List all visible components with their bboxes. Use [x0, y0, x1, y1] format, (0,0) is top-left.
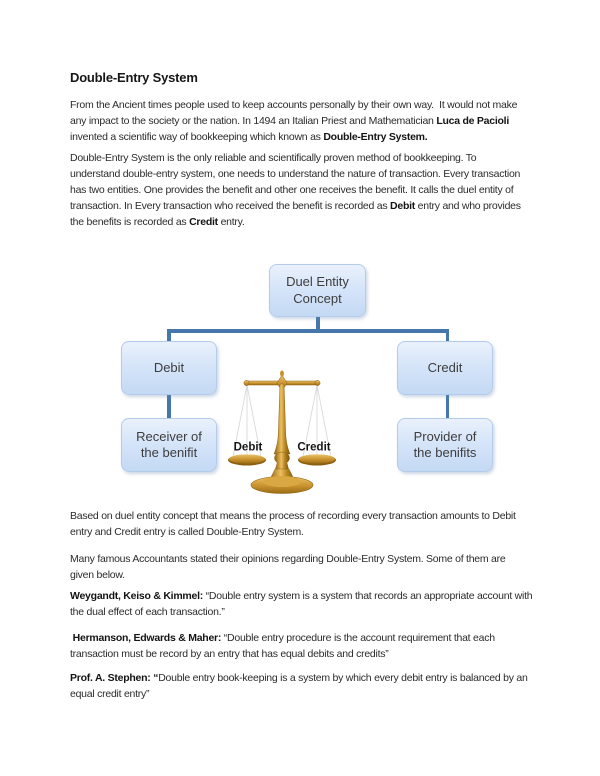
- text-run: invented a scientific way of bookkeeping…: [70, 131, 324, 143]
- text-line: any impact to the society or the nation.…: [70, 113, 517, 129]
- text-line: transaction must be record by an entry t…: [70, 646, 495, 662]
- text-line: equal credit entry”: [70, 686, 528, 702]
- scale-column: [273, 383, 291, 455]
- text-run: entry and Credit entry is called Double-…: [70, 526, 304, 538]
- receiver-label: Receiver of the benifit: [136, 428, 202, 460]
- quote-weygandt: Weygandt, Keiso & Kimmel: “Double entry …: [70, 588, 533, 620]
- root-concept-box: Duel Entity Concept: [269, 264, 366, 317]
- text-run: Double entry book-keeping is a system by…: [158, 672, 528, 684]
- text-run: has two entities. One provides the benef…: [70, 184, 514, 196]
- credit-box: Credit: [397, 341, 493, 395]
- bold-run: Prof. A. Stephen: “: [70, 672, 159, 684]
- paragraph-based-on: Based on duel entity concept that means …: [70, 508, 516, 540]
- connector-drop-left: [167, 331, 171, 342]
- paragraph-intro: From the Ancient times people used to ke…: [70, 97, 517, 145]
- text-line: entry and Credit entry is called Double-…: [70, 524, 516, 540]
- provider-box: Provider of the benifits: [397, 418, 493, 472]
- text-run: the benefits is recorded as: [70, 216, 190, 228]
- text-line: Weygandt, Keiso & Kimmel: “Double entry …: [70, 588, 533, 604]
- text-run: “Double entry system is a system that re…: [203, 590, 533, 602]
- text-run: transaction. In Every transaction who re…: [70, 200, 391, 212]
- debit-label: Debit: [153, 359, 185, 375]
- credit-label: Credit: [427, 359, 463, 375]
- text-line: Many famous Accountants stated their opi…: [70, 551, 506, 567]
- root-concept-label: Duel Entity Concept: [286, 274, 349, 306]
- text-line: Hermanson, Edwards & Maher: “Double entr…: [70, 630, 495, 646]
- scale-base: [250, 468, 314, 494]
- text-run: Double-Entry System is the only reliable…: [70, 152, 477, 164]
- debit-box: Debit: [121, 341, 217, 395]
- text-line: transaction. In Every transaction who re…: [70, 198, 521, 214]
- text-line: the benefits is recorded as Credit entry…: [70, 214, 521, 230]
- text-line: the dual effect of each transaction.”: [70, 604, 532, 620]
- text-line: Prof. A. Stephen: “Double entry book-kee…: [70, 670, 528, 686]
- text-line: From the Ancient times people used to ke…: [70, 97, 517, 113]
- quote-stephen: Prof. A. Stephen: “Double entry book-kee…: [70, 670, 528, 702]
- text-run: From the Ancient times people used to ke…: [70, 99, 518, 111]
- scale-credit-label: Credit: [297, 442, 330, 454]
- text-run: Many famous Accountants stated their opi…: [70, 553, 506, 565]
- quote-hermanson: Hermanson, Edwards & Maher: “Double entr…: [70, 630, 495, 662]
- bold-run: Double-Entry System.: [323, 131, 428, 143]
- text-run: the dual effect of each transaction.”: [70, 606, 225, 618]
- scale-beam: [243, 370, 321, 392]
- bold-run: Weygandt, Keiso & Kimmel:: [70, 590, 203, 602]
- connector-debit-receiver: [167, 394, 171, 419]
- paragraph-explanation: Double-Entry System is the only reliable…: [70, 150, 521, 230]
- text-line: Based on duel entity concept that means …: [70, 508, 516, 524]
- text-run: given below.: [70, 569, 125, 581]
- page-title: Double-Entry System: [70, 70, 198, 85]
- scale-chains: [232, 384, 332, 459]
- bold-run: Luca de Pacioli: [436, 115, 510, 127]
- receiver-box: Receiver of the benifit: [121, 418, 217, 472]
- text-run: equal credit entry”: [70, 688, 150, 700]
- bold-run: Hermanson, Edwards & Maher:: [70, 632, 222, 644]
- scale-column-neck: [275, 462, 289, 470]
- scale-debit-label: Debit: [234, 442, 263, 454]
- text-run: entry.: [217, 216, 245, 228]
- text-run: transaction must be record by an entry t…: [70, 648, 389, 660]
- connector-horizontal: [167, 329, 449, 333]
- text-run: “Double entry procedure is the account r…: [221, 632, 495, 644]
- text-line: Double-Entry System is the only reliable…: [70, 150, 521, 166]
- connector-drop-right: [445, 331, 449, 342]
- text-line: has two entities. One provides the benef…: [70, 182, 521, 198]
- balance-scale-illustration: Debit Credit: [228, 370, 336, 494]
- text-run: entry and who provides: [415, 200, 521, 212]
- text-line: understand double-entry system, one need…: [70, 166, 521, 182]
- text-line: invented a scientific way of bookkeeping…: [70, 129, 517, 145]
- connector-credit-provider: [445, 394, 449, 419]
- paragraph-accountants: Many famous Accountants stated their opi…: [70, 551, 506, 583]
- scale-pans: [228, 454, 336, 466]
- text-run: any impact to the society or the nation.…: [70, 115, 437, 127]
- bold-run: Credit: [189, 216, 218, 228]
- provider-label: Provider of the benifits: [413, 428, 477, 460]
- connector-root-stub: [316, 316, 320, 330]
- bold-run: Debit: [390, 200, 416, 212]
- text-run: understand double-entry system, one need…: [70, 168, 521, 180]
- text-run: Based on duel entity concept that means …: [70, 510, 516, 522]
- text-line: given below.: [70, 567, 505, 583]
